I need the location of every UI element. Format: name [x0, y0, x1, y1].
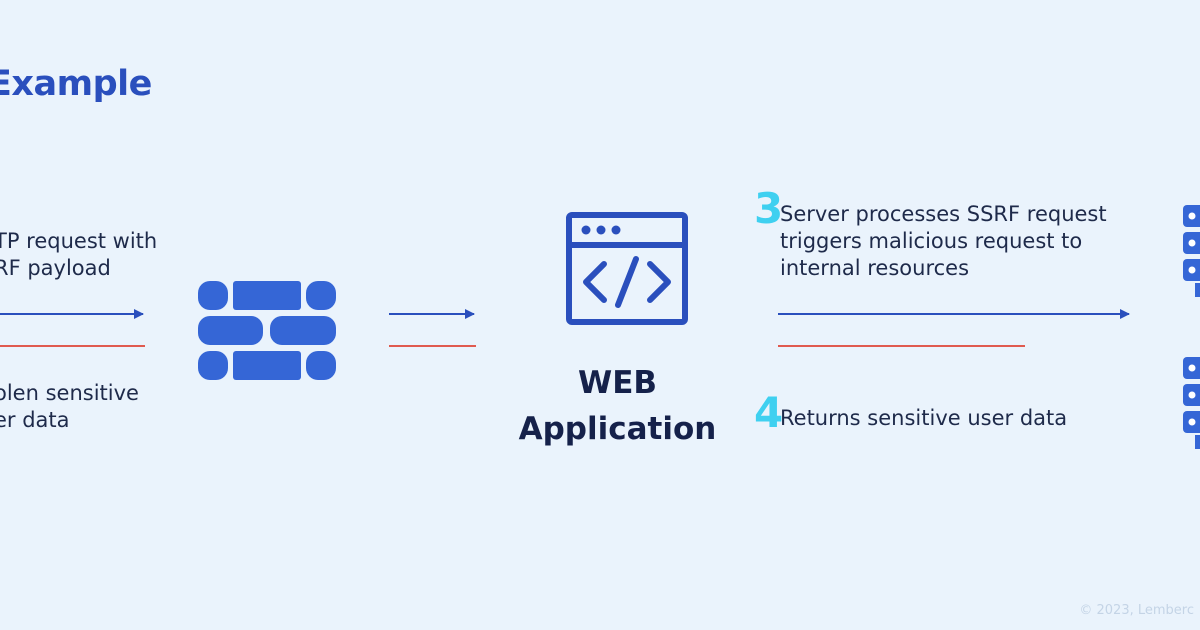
web-application-label: WEB Application [500, 360, 735, 452]
step-4-number: 4 [754, 388, 784, 437]
response-label: olen sensitive er data [0, 380, 139, 434]
response-label-line2: er data [0, 408, 70, 432]
web-application-label-line1: WEB [578, 365, 657, 401]
copyright-notice: © 2023, Lemberc [1079, 603, 1194, 618]
step-4-text: Returns sensitive user data [780, 406, 1068, 430]
firewall-icon [198, 281, 336, 380]
web-application-code-icon [566, 212, 688, 325]
step-3-text-line1: Server processes SSRF request [780, 202, 1107, 226]
internal-server-icon-bottom [1183, 357, 1200, 449]
request-label-line1: TP request with [0, 229, 158, 253]
web-application-label-line2: Application [518, 411, 717, 447]
step-3-number: 3 [754, 184, 784, 233]
step-3-text-line2: triggers malicious request to [780, 229, 1083, 253]
request-label-line2: RF payload [0, 256, 111, 280]
step-3-text-line3: internal resources [780, 256, 970, 280]
response-label-line1: olen sensitive [0, 381, 139, 405]
internal-server-icon-top [1183, 205, 1200, 297]
request-label: TP request with RF payload [0, 228, 157, 282]
page-title: Example [0, 64, 152, 104]
step-3-text: Server processes SSRF request triggers m… [780, 201, 1107, 282]
